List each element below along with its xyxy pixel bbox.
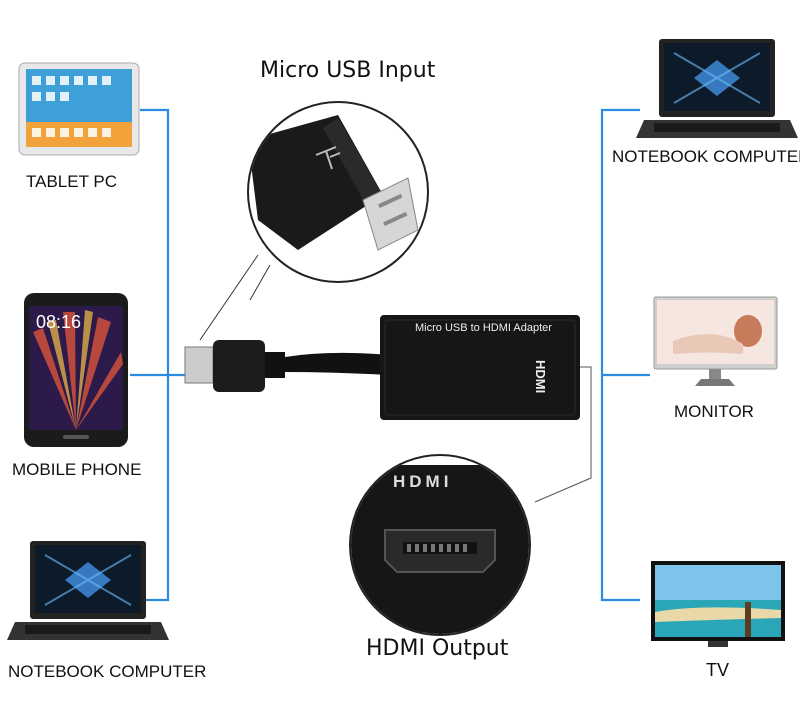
tablet-pc-label: TABLET PC [26,172,118,191]
notebook-computer-left-label: NOTEBOOK COMPUTER [8,662,207,681]
tablet-pc-image [18,62,140,156]
notebook-computer-right-label: NOTEBOOK COMPUTER [612,147,800,166]
micro-usb-zoom [247,101,429,283]
usb-symbol-icon [315,146,341,170]
mobile-phone-label: MOBILE PHONE [12,460,142,479]
adapter-body-text: Micro USB to HDMI Adapter [415,322,552,334]
micro-usb-input-caption: Micro USB Input [260,58,436,83]
mobile-phone-image [24,293,128,447]
phone-screen-time: 08:16 [36,312,82,332]
tv-label: TV [706,660,730,680]
hdmi-output-caption: HDMI Output [366,636,509,661]
monitor-label: MONITOR [674,402,754,421]
tv-image [651,561,785,647]
adapter-assembly [184,315,580,420]
notebook-computer-right-image [636,39,798,138]
adapter-port-logo: HDMI [533,360,548,394]
notebook-computer-left-image [7,541,169,640]
monitor-image [653,296,778,386]
hdmi-port-zoom [349,454,531,636]
hdmi-zoom-logo: HDMI [393,472,453,491]
